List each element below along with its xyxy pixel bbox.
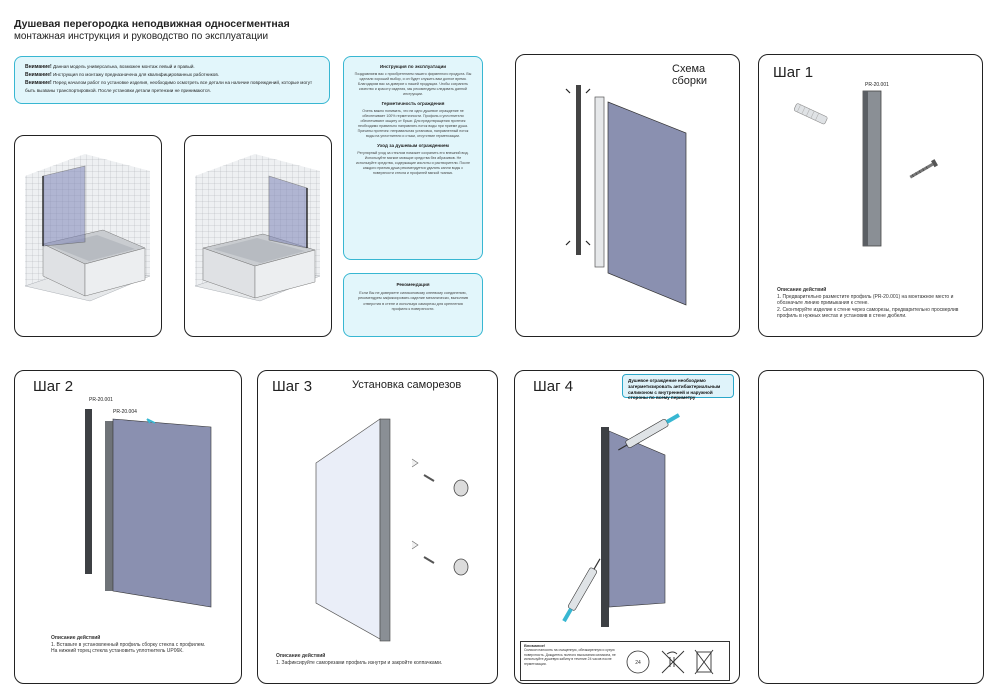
instructions-paragraph: Поздравляем вас с приобретением нашего ф… [354,72,472,96]
silicone-gun-lower-icon [562,558,601,623]
recommendations-title: Рекомендация [396,282,430,287]
seal-paragraph: Очень важно понимать, что ни одно душево… [357,109,469,138]
no-shower-icon [661,650,685,674]
step2-drawing [85,409,212,608]
silicone-gun-upper-icon [618,413,680,451]
bath-right-illustration [194,154,321,302]
no-door-icon [694,649,714,675]
dowel-icon [793,103,828,125]
step4-attention-box: Внимание! Силикон наносить на очищенную,… [520,641,730,681]
document-subtitle: монтажная инструкция и руководство по эк… [14,31,269,42]
assembly-scheme-drawing [565,85,687,306]
care-paragraph: Регулярный уход за стеклом поможет сохра… [355,151,471,175]
step1-title: Шаг 1 [773,64,814,81]
step3-title: Шаг 3 [272,378,313,395]
step1-profile-code: PR-20.001 [865,82,889,88]
attention-icons: 24 [626,649,714,675]
step3-description: Описание действий 1. Зафиксируйте саморе… [276,653,443,666]
warning-line: Внимание! Перед началом работ по установ… [25,80,313,93]
step2-description: Описание действий 1. Вставьте в установл… [51,635,206,654]
step4-title: Шаг 4 [533,378,574,395]
step2-code-a: PR-20.001 [89,397,113,403]
bath-right-illustration-card [184,135,332,337]
warnings-box: Внимание! Данная модель универсальна, во… [14,56,330,104]
step2-code-b: PR-20.004 [113,409,137,415]
warning-line: Внимание! Данная модель универсальна, во… [25,64,195,70]
operation-instructions-box: Инструкция по эксплуатации Поздравляем в… [343,56,483,260]
attention-text: Силикон наносить на очищенную, обезжирен… [524,648,616,666]
attention-title: Внимание! [524,643,546,648]
bath-left-illustration [24,154,151,302]
step3-drawing [315,418,469,642]
care-title: Уход за душевым ограждением [377,143,449,148]
seal-title: Герметичность ограждения [381,101,445,106]
step3-subtitle: Установка саморезов [352,379,462,391]
recommendations-text: Если Вы не доверяете силиконовому клеево… [358,291,468,311]
assembly-scheme-card: Схема сборки [515,54,740,337]
warning-line: Внимание! Инструкция по монтажу предназн… [25,72,220,78]
screw-cap-lower [411,540,469,576]
bath-left-illustration-card [14,135,162,337]
step3-card: Шаг 3 Установка саморезов Описание дейст… [257,370,498,684]
step4-card: Шаг 4 [514,370,740,684]
step4-sealing-note: Душевое ограждение необходимо загерметиз… [622,374,734,400]
step1-drawing [793,90,938,247]
step1-card: Шаг 1 PR-20.001 Описание действий 1. Пре… [758,54,983,337]
document-title: Душевая перегородка неподвижная односегм… [14,18,290,30]
scheme-title: Схема сборки [672,63,707,87]
step4-drawing [562,413,680,627]
recommendations-box: Рекомендация Если Вы не доверяете силико… [343,273,483,337]
step1-description: Описание действий 1. Предварительно разм… [777,287,959,319]
screw-cap-upper [411,458,469,497]
instructions-title: Инструкция по эксплуатации [379,64,447,69]
screw-icon [909,159,938,179]
timer-label: 24 [635,660,641,666]
step2-card: Шаг 2 PR-20.001 PR-20.004 Описание дейст… [14,370,242,684]
empty-card [758,370,984,684]
step2-title: Шаг 2 [33,378,74,395]
timer-icon [626,650,650,674]
